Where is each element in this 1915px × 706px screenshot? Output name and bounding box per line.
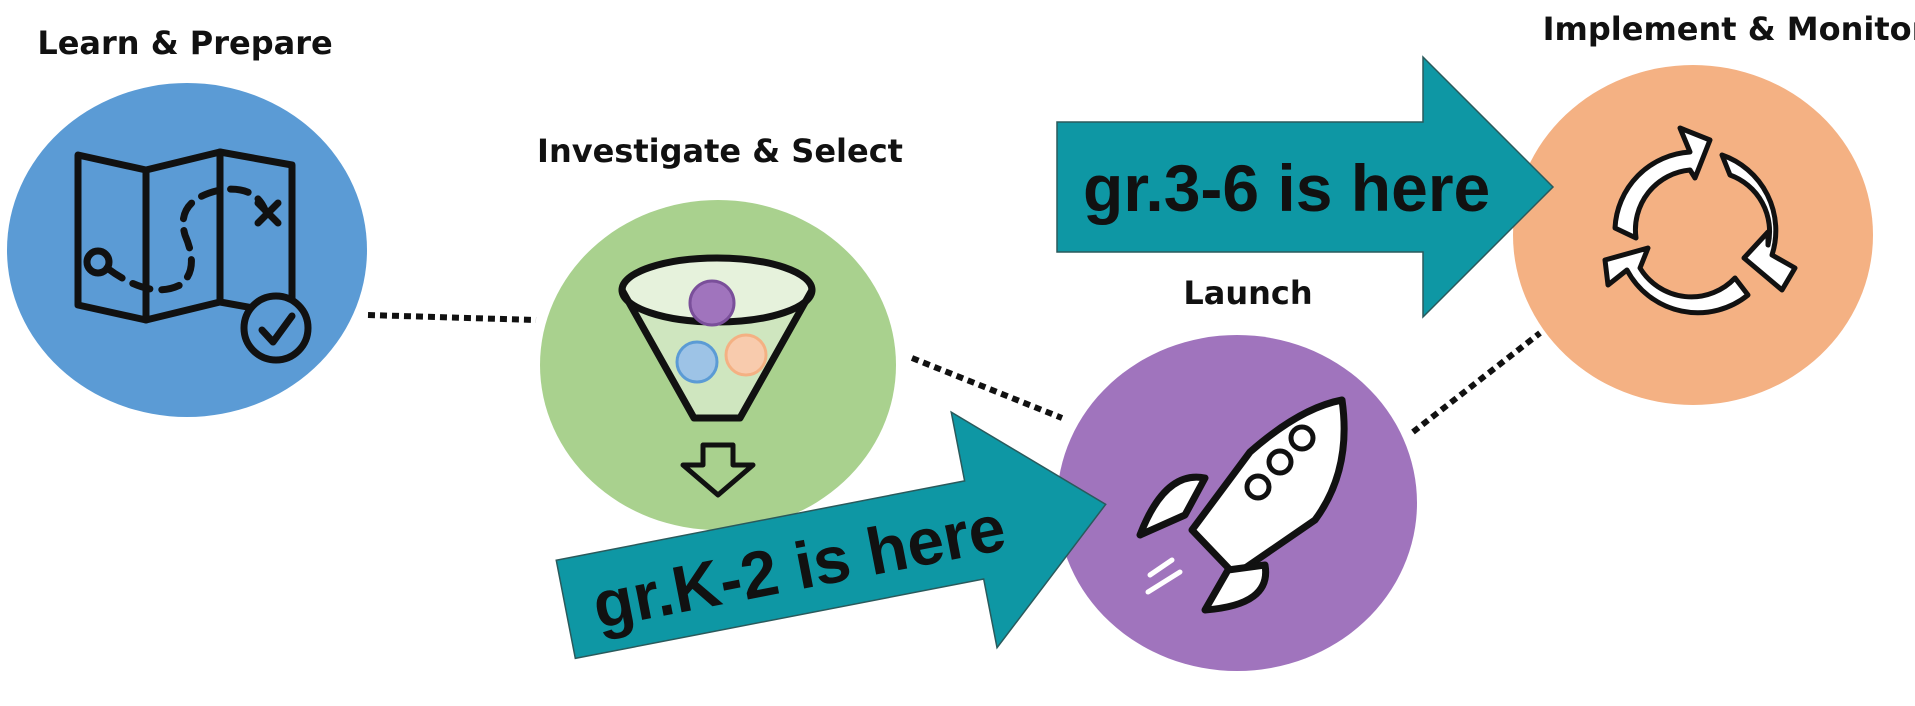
- rocket-icon: [1136, 396, 1348, 614]
- connector-launch-implement: [1411, 330, 1542, 435]
- connector-investigate-launch: [910, 355, 1064, 421]
- stage-title-investigate: Investigate & Select: [537, 132, 903, 170]
- stage-learn: Learn & Prepare: [7, 24, 367, 417]
- stage-title-implement: Implement & Monitor: [1543, 10, 1915, 48]
- stage-launch: Launch: [1057, 274, 1417, 671]
- stage-title-launch: Launch: [1183, 274, 1312, 312]
- callout-upper-text: gr.3-6 is here: [1083, 151, 1490, 225]
- map-checkmark-icon: [74, 148, 312, 364]
- callout-upper: gr.3-6 is here: [1056, 55, 1555, 319]
- stage-circle-implement: [1513, 65, 1873, 405]
- cycle-arrows-icon: [1602, 125, 1798, 316]
- stage-implement: Implement & Monitor: [1513, 10, 1915, 405]
- stage-investigate: Investigate & Select: [537, 132, 903, 530]
- callout-upper-arrow: [1056, 55, 1555, 319]
- callout-lower-arrow: [555, 410, 1107, 660]
- connectors: [367, 312, 1542, 435]
- stage-title-learn: Learn & Prepare: [37, 24, 332, 62]
- connector-learn-investigate: [367, 312, 537, 323]
- funnel-icon: [618, 254, 816, 498]
